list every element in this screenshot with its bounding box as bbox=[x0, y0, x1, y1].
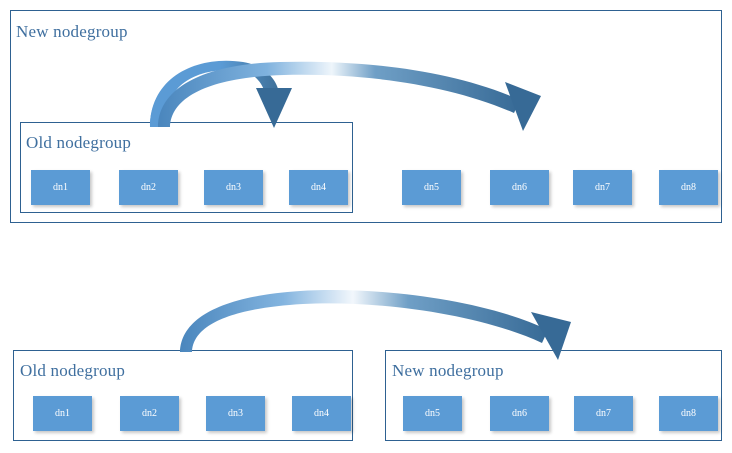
node-dn1-bottom[interactable]: dn1 bbox=[33, 396, 92, 431]
top-outer-frame-new-nodegroup bbox=[10, 10, 722, 223]
top-outer-frame-label: New nodegroup bbox=[16, 22, 128, 41]
node-dn1-top[interactable]: dn1 bbox=[31, 170, 90, 205]
node-dn3-bottom[interactable]: dn3 bbox=[206, 396, 265, 431]
node-dn4-bottom[interactable]: dn4 bbox=[292, 396, 351, 431]
node-dn5-top[interactable]: dn5 bbox=[402, 170, 461, 205]
bottom-right-frame-label: New nodegroup bbox=[392, 361, 504, 380]
node-dn4-top[interactable]: dn4 bbox=[289, 170, 348, 205]
node-dn6-bottom[interactable]: dn6 bbox=[490, 396, 549, 431]
node-dn7-top[interactable]: dn7 bbox=[573, 170, 632, 205]
bottom-left-frame-label: Old nodegroup bbox=[20, 361, 126, 380]
node-dn2-top[interactable]: dn2 bbox=[119, 170, 178, 205]
node-dn8-bottom[interactable]: dn8 bbox=[659, 396, 718, 431]
node-dn5-bottom[interactable]: dn5 bbox=[403, 396, 462, 431]
node-dn7-bottom[interactable]: dn7 bbox=[574, 396, 633, 431]
node-dn8-top[interactable]: dn8 bbox=[659, 170, 718, 205]
node-dn2-bottom[interactable]: dn2 bbox=[120, 396, 179, 431]
node-dn3-top[interactable]: dn3 bbox=[204, 170, 263, 205]
node-dn6-top[interactable]: dn6 bbox=[490, 170, 549, 205]
top-inner-frame-label: Old nodegroup bbox=[26, 133, 132, 152]
